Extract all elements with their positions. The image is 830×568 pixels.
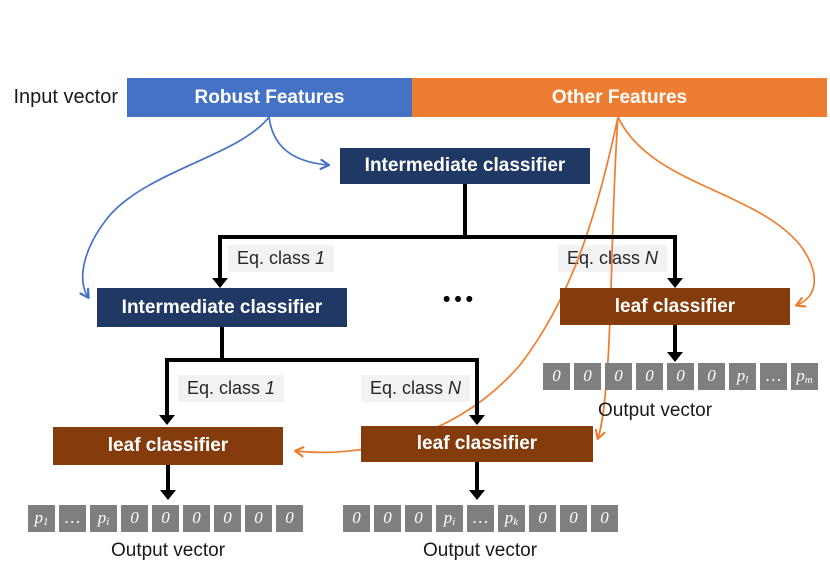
mid-intermediate-classifier-box: Intermediate classifier [97, 288, 347, 327]
right-leaf-classifier-box: leaf classifier [560, 288, 790, 325]
orange-arrow-to-middle-leaf [594, 116, 619, 441]
blue-arrow-to-root-classifier [268, 116, 331, 170]
vector-cell: 0 [245, 505, 272, 532]
output-vector-caption-left: Output vector [110, 540, 226, 561]
vector-cell: 0 [121, 505, 148, 532]
vector-cell: 0 [698, 363, 725, 390]
vector-cell: 0 [667, 363, 694, 390]
vector-cell: 0 [214, 505, 241, 532]
vector-cell: 0 [183, 505, 210, 532]
vector-cell: 0 [574, 363, 601, 390]
vector-cell: 0 [605, 363, 632, 390]
vector-cell: … [59, 505, 86, 532]
root-intermediate-classifier-box: Intermediate classifier [340, 148, 590, 184]
orange-arrow-to-right-leaf [617, 116, 816, 308]
tree-connectors [159, 183, 683, 500]
output-vector-caption-middle: Output vector [422, 540, 538, 561]
other-features-segment: Other Features [412, 78, 827, 117]
output-vector-caption-right: Output vector [598, 400, 713, 421]
left-leaf-classifier-box: leaf classifier [53, 427, 283, 465]
input-vector-label: Input vector [13, 86, 118, 108]
vector-cell: 0 [374, 505, 401, 532]
blue-arrow-to-mid-classifier [79, 116, 270, 299]
ellipsis-more-branches: ••• [442, 288, 478, 311]
vector-cell: 0 [543, 363, 570, 390]
vector-cell: 0 [636, 363, 663, 390]
vector-cell: … [467, 505, 494, 532]
robust-features-segment: Robust Features [127, 78, 412, 117]
vector-cell: 0 [276, 505, 303, 532]
middle-leaf-classifier-box: leaf classifier [361, 426, 593, 462]
vector-cell: … [760, 363, 787, 390]
vector-cell: 0 [591, 505, 618, 532]
vector-cell: 0 [560, 505, 587, 532]
vector-cell: 0 [405, 505, 432, 532]
vector-cell: 0 [529, 505, 556, 532]
vector-cell: 0 [343, 505, 370, 532]
vector-cell: 0 [152, 505, 179, 532]
